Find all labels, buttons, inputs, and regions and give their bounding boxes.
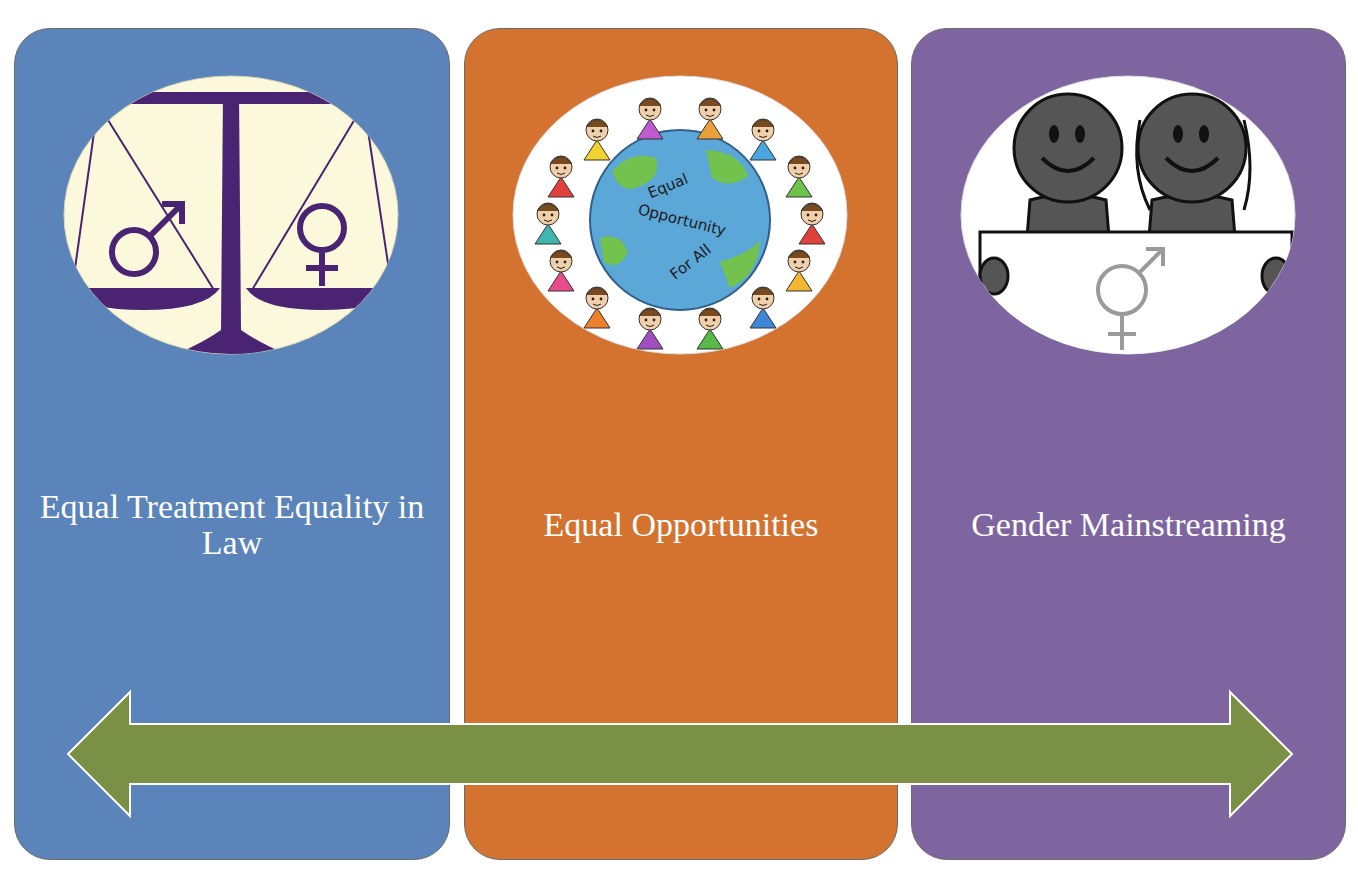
scales-illustration	[64, 76, 398, 360]
female-symbol	[300, 206, 344, 250]
scale-string	[364, 104, 392, 290]
male-symbol	[150, 206, 180, 236]
panel-title: Gender Mainstreaming	[971, 507, 1285, 543]
globe-illustration	[513, 76, 847, 354]
figure-hand	[1262, 258, 1290, 294]
children-ring	[750, 287, 776, 328]
children-ring	[535, 98, 825, 349]
figure-body	[1148, 195, 1236, 250]
children-ring	[584, 287, 610, 328]
scale-string	[252, 104, 364, 290]
globe	[590, 130, 770, 310]
land	[706, 150, 748, 184]
scale-string	[72, 104, 98, 290]
children-ring	[697, 308, 723, 349]
gender-symbol	[1098, 249, 1163, 350]
concept-panel: Gender Mainstreaming	[911, 28, 1346, 860]
children-ring	[535, 203, 561, 244]
figure-eye	[1049, 125, 1059, 143]
gender-symbol	[1108, 332, 1136, 336]
children-ring	[786, 156, 812, 197]
female-symbol	[319, 250, 325, 286]
children-ring	[697, 98, 723, 139]
children-ring	[584, 119, 610, 160]
male-symbol	[162, 204, 182, 224]
land	[720, 240, 760, 288]
image-circle	[64, 76, 398, 354]
scale-pan	[246, 288, 398, 310]
scales-symbol	[66, 92, 398, 360]
figures-drawing	[980, 94, 1292, 362]
scale-pan	[66, 288, 220, 310]
children-ring	[799, 203, 825, 244]
concept-panel: Equal Opportunities	[464, 28, 898, 860]
figure-hair	[1137, 120, 1250, 210]
figure-hand	[980, 258, 1008, 294]
children-ring	[548, 250, 574, 291]
female-symbol	[300, 206, 344, 286]
children-ring	[750, 119, 776, 160]
image-circle	[513, 76, 847, 354]
gender-symbol	[1098, 266, 1146, 314]
double-arrow	[68, 692, 1292, 816]
figure-smile	[1166, 158, 1218, 171]
sign-board	[980, 232, 1292, 362]
figure-body	[1026, 195, 1110, 250]
figure-eye	[1199, 125, 1209, 143]
children-ring	[786, 250, 812, 291]
figure-head	[1014, 94, 1122, 202]
scale-post	[162, 92, 300, 360]
gender-symbol	[1139, 250, 1162, 273]
panel-title: Equal Opportunities	[544, 507, 819, 543]
globe-drawing	[535, 98, 825, 349]
land	[600, 237, 628, 266]
panel-title: Equal Treatment Equality in Law	[29, 489, 435, 560]
figure-eye	[1173, 125, 1183, 143]
scale-string	[98, 104, 214, 290]
gender-symbol	[1120, 314, 1124, 350]
figure-smile	[1042, 158, 1094, 171]
figure-head	[1138, 94, 1246, 202]
children-ring	[637, 308, 663, 349]
image-circle	[961, 76, 1295, 354]
gender-symbol	[1146, 249, 1163, 266]
figure-eye	[1075, 125, 1085, 143]
male-symbol	[112, 230, 156, 274]
mainstreaming-illustration	[961, 76, 1295, 362]
children-ring	[637, 98, 663, 139]
female-symbol	[306, 265, 338, 271]
children-ring	[548, 156, 574, 197]
male-symbol	[112, 204, 182, 274]
concept-panel: Equal Treatment Equality in Law	[14, 28, 450, 860]
scale-beam	[86, 92, 376, 104]
